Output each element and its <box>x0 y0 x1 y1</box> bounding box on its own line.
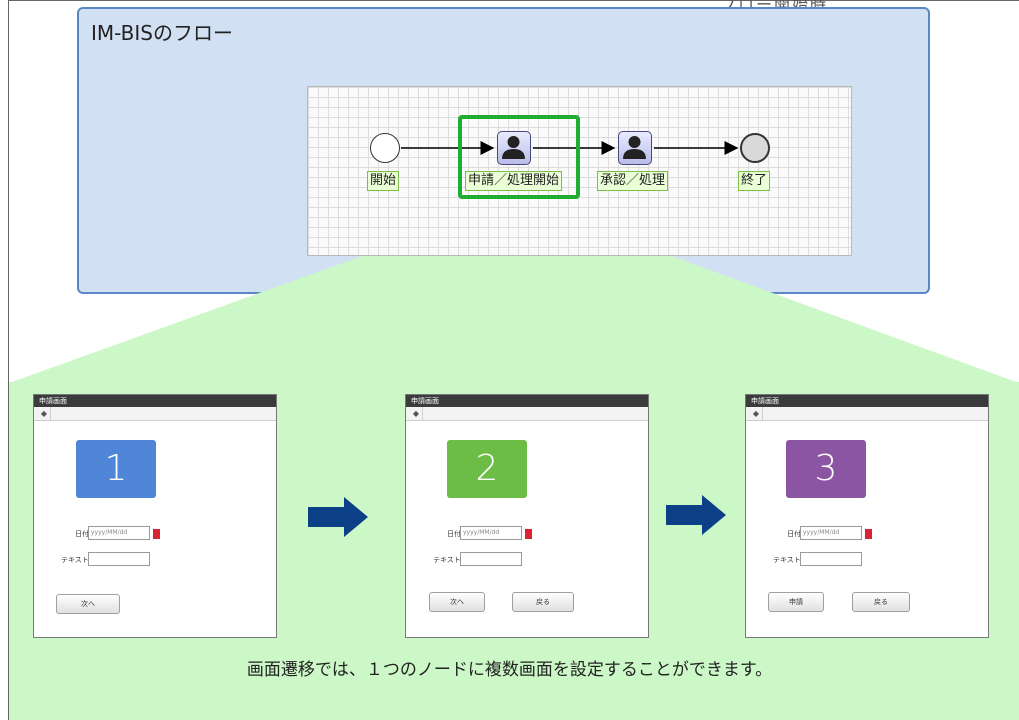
back-button[interactable]: 戻る <box>512 592 574 612</box>
text-label: テキスト <box>773 556 801 564</box>
screen-1-number-badge: 1 <box>76 440 156 498</box>
screen-2-number-badge: 2 <box>447 440 527 498</box>
apply-node-user-icon[interactable] <box>497 131 531 165</box>
screen-mock-3: 申請画面 ◆ 3 日付 yyyy/MM/dd テキスト 申請 戻る <box>745 394 989 638</box>
apply-node-label: 申請／処理開始 <box>465 171 563 191</box>
transition-arrow-icon <box>666 495 726 535</box>
date-input[interactable]: yyyy/MM/dd <box>88 526 150 540</box>
calendar-icon[interactable] <box>525 529 532 539</box>
approve-node-user-icon[interactable] <box>618 131 652 165</box>
date-input[interactable]: yyyy/MM/dd <box>800 526 862 540</box>
screen-2-toolbar: ◆ <box>406 407 648 421</box>
calendar-icon[interactable] <box>865 529 872 539</box>
screen-mock-1: 申請画面 ◆ 1 日付 yyyy/MM/dd テキスト 次へ <box>33 394 277 638</box>
date-label: 日付 <box>787 530 801 538</box>
calendar-icon[interactable] <box>153 529 160 539</box>
caption-text: 画面遷移では、１つのノードに複数画面を設定することができます。 <box>246 660 773 680</box>
date-label: 日付 <box>447 530 461 538</box>
back-arrow-icon[interactable]: ◆ <box>38 407 51 420</box>
end-node-label: 終了 <box>738 171 771 191</box>
highlight-frame <box>458 115 580 199</box>
screen-mock-2: 申請画面 ◆ 2 日付 yyyy/MM/dd テキスト 次へ 戻る <box>405 394 649 638</box>
back-button[interactable]: 戻る <box>852 592 910 612</box>
screen-1-title-bar: 申請画面 <box>34 395 276 407</box>
screen-3-title-bar: 申請画面 <box>746 395 988 407</box>
approve-node-label: 承認／処理 <box>597 171 669 191</box>
transition-arrow-icon <box>308 497 368 537</box>
text-label: テキスト <box>61 556 89 564</box>
date-input[interactable]: yyyy/MM/dd <box>460 526 522 540</box>
outer-frame <box>8 0 1019 720</box>
date-label: 日付 <box>75 530 89 538</box>
text-input[interactable] <box>88 552 150 566</box>
next-button[interactable]: 次へ <box>429 592 485 612</box>
text-input[interactable] <box>460 552 522 566</box>
screen-2-title-bar: 申請画面 <box>406 395 648 407</box>
start-node-label: 開始 <box>367 171 400 191</box>
end-node-icon[interactable] <box>740 133 770 163</box>
text-input[interactable] <box>800 552 862 566</box>
next-button[interactable]: 次へ <box>56 594 120 614</box>
submit-button[interactable]: 申請 <box>768 592 824 612</box>
back-arrow-icon[interactable]: ◆ <box>750 407 763 420</box>
text-label: テキスト <box>433 556 461 564</box>
back-arrow-icon[interactable]: ◆ <box>410 407 423 420</box>
screen-3-number-badge: 3 <box>786 440 866 498</box>
start-node-icon[interactable] <box>370 133 400 163</box>
screen-3-toolbar: ◆ <box>746 407 988 421</box>
screen-1-toolbar: ◆ <box>34 407 276 421</box>
flow-title: IM-BISのフロー <box>91 21 233 45</box>
